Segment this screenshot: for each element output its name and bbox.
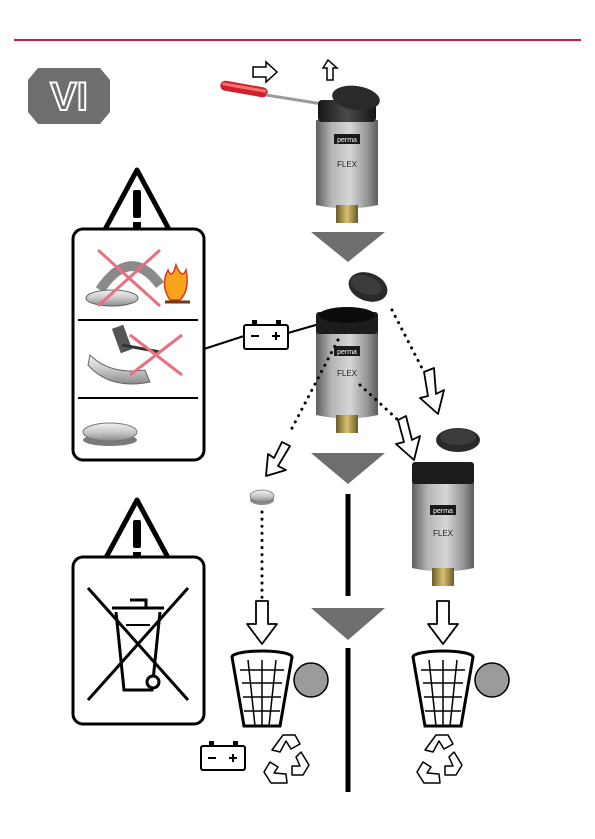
arrow-to-bin-left-icon xyxy=(247,601,277,644)
removed-cap xyxy=(344,267,391,307)
brand-text: perma xyxy=(337,137,357,144)
brand-text-3: perma xyxy=(433,508,453,515)
warning-triangle-bottom xyxy=(102,500,172,565)
warning-triangle-top xyxy=(102,170,172,235)
step-arrow-down-3 xyxy=(311,608,385,640)
push-arrow-icon xyxy=(253,62,277,82)
crossed-bin-panel xyxy=(73,557,204,724)
recycle-icon-left xyxy=(264,735,309,783)
battery-icon xyxy=(244,320,288,349)
lubricator-unit-open: perma FLEX xyxy=(316,307,378,433)
removed-cap-2 xyxy=(436,428,480,452)
step-arrow-down-1 xyxy=(311,232,385,262)
screwdriver-icon xyxy=(219,80,335,106)
open-arrows xyxy=(253,60,337,82)
status-dot-left xyxy=(294,663,328,697)
model-text-3: FLEX xyxy=(433,529,454,538)
arrow-to-cap-icon xyxy=(420,368,444,414)
step-badge: VI xyxy=(28,68,110,124)
brand-text-2: perma xyxy=(337,349,357,356)
recycle-icon-right xyxy=(417,735,462,783)
connector-line xyxy=(204,336,244,349)
removed-button-cell xyxy=(250,490,274,505)
model-text: FLEX xyxy=(337,160,358,169)
battery-warning-panel xyxy=(73,229,204,460)
model-text-2: FLEX xyxy=(337,369,358,378)
lubricator-unit-closed: perma FLEX xyxy=(316,83,381,223)
arrow-to-bin-right-icon xyxy=(428,601,458,644)
lubricator-unit-empty: perma FLEX xyxy=(412,462,474,586)
arrow-to-unit-icon xyxy=(396,416,420,460)
arrow-to-cell-icon xyxy=(266,442,290,476)
battery-icon-bottom xyxy=(201,741,245,770)
trash-bin-right-icon xyxy=(413,651,473,726)
step-badge-label: VI xyxy=(50,75,88,119)
status-dot-right xyxy=(475,663,509,697)
step-arrow-down-2 xyxy=(311,453,385,484)
lift-arrow-icon xyxy=(323,60,337,80)
button-cell-icon xyxy=(83,423,137,446)
trash-bin-left-icon xyxy=(232,651,292,726)
